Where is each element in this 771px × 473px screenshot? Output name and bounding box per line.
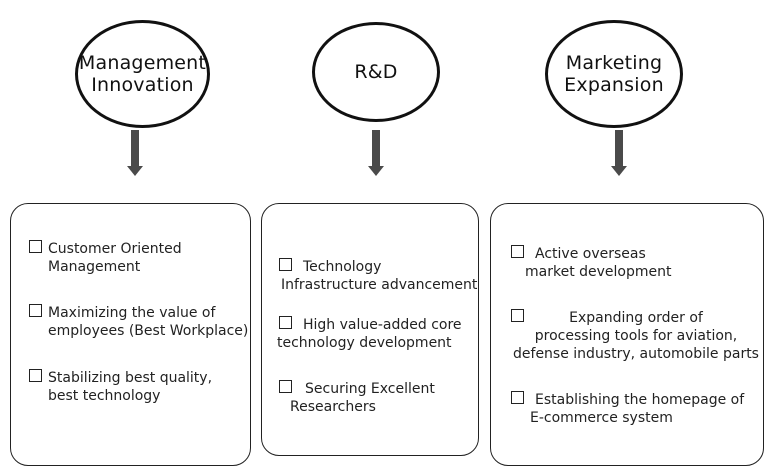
list-item: Customer Oriented Management <box>48 241 182 275</box>
list-item: Active overseas market development <box>525 246 672 280</box>
checkbox-icon <box>29 240 42 253</box>
management-innovation-node: Management Innovation <box>75 20 210 128</box>
rnd-box <box>261 203 479 456</box>
list-item: Technology Infrastructure advancement <box>281 259 478 293</box>
checkbox-icon <box>279 258 292 271</box>
management-innovation-box <box>10 203 251 466</box>
checkbox-icon <box>29 369 42 382</box>
checkbox-icon <box>511 391 524 404</box>
marketing-expansion-node: Marketing Expansion <box>545 20 683 128</box>
checkbox-icon <box>511 309 524 322</box>
node-title: Management Innovation <box>78 52 207 96</box>
list-item: Securing Excellent Researchers <box>290 381 435 415</box>
down-arrow-icon <box>368 130 384 176</box>
down-arrow-icon <box>611 130 627 176</box>
list-item: Stabilizing best quality, best technolog… <box>48 370 213 404</box>
list-item: Expanding order of processing tools for … <box>513 310 759 362</box>
list-item: Maximizing the value of employees (Best … <box>48 305 249 339</box>
rnd-node: R&D <box>312 22 440 122</box>
node-title: Marketing Expansion <box>564 52 664 96</box>
checkbox-icon <box>29 304 42 317</box>
marketing-expansion-box <box>490 203 764 466</box>
down-arrow-icon <box>127 130 143 176</box>
checkbox-icon <box>279 380 292 393</box>
checkbox-icon <box>279 316 292 329</box>
checkbox-icon <box>511 245 524 258</box>
list-item: Establishing the homepage of E-commerce … <box>530 392 745 426</box>
node-title: R&D <box>354 61 398 83</box>
list-item: High value-added core technology develop… <box>277 317 462 351</box>
